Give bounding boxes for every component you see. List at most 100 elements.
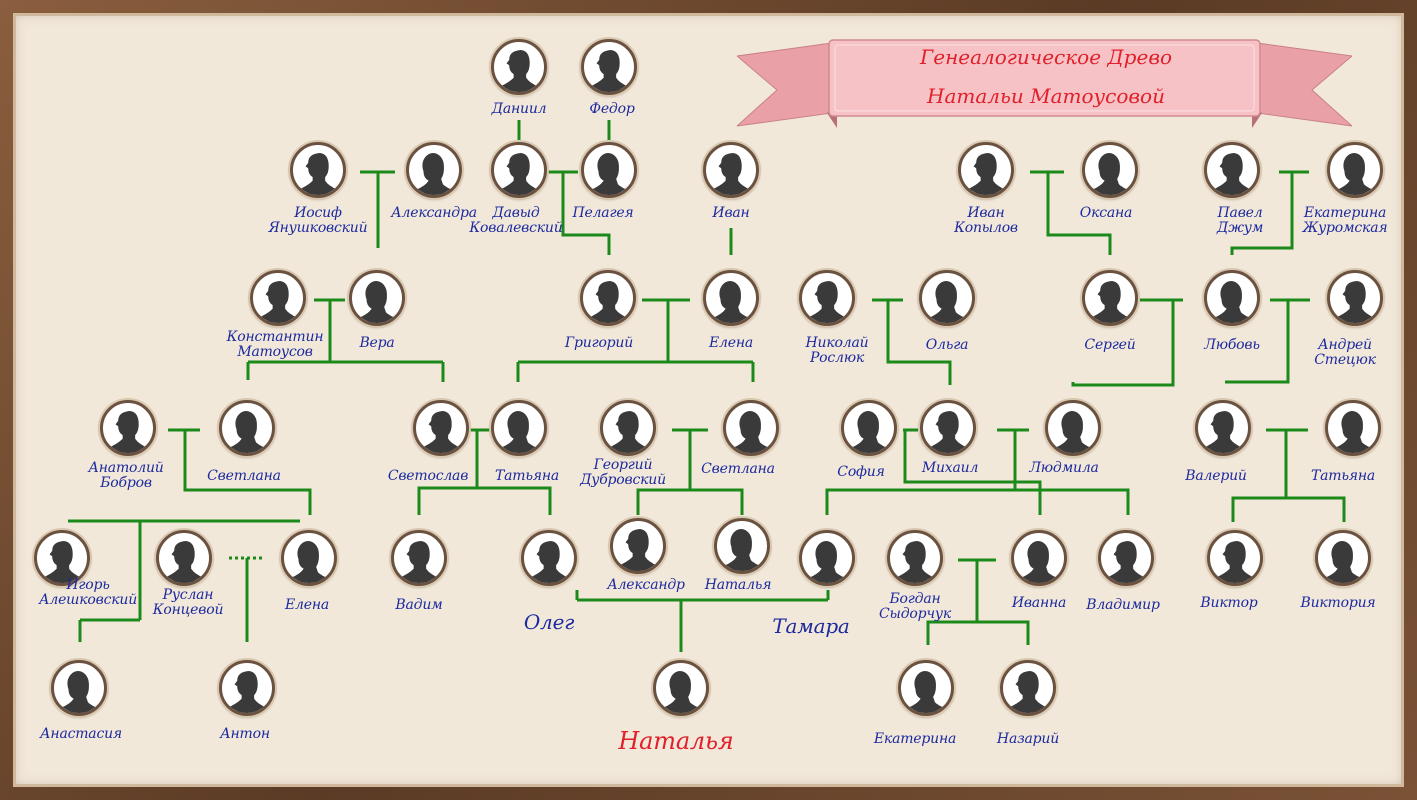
person-portrait: [1204, 270, 1260, 326]
person-name: Светослав: [387, 468, 469, 484]
person-name: Светлана: [207, 468, 281, 484]
person-portrait: [281, 530, 337, 586]
person-portrait: [610, 518, 666, 574]
person-portrait: [1204, 142, 1260, 198]
person-portrait: [1195, 400, 1251, 456]
person-portrait: [653, 660, 709, 716]
person-name: Антон: [220, 726, 270, 742]
person-portrait: [1327, 270, 1383, 326]
person-name: Пелагея: [572, 205, 634, 221]
person-portrait: [1315, 530, 1371, 586]
person-name: Наталья: [618, 727, 734, 755]
family-link-line: [417, 430, 479, 515]
person-name: Оксана: [1079, 205, 1133, 221]
person-name: Олег: [523, 610, 575, 634]
person-portrait: [491, 39, 547, 95]
person-name: Николай Рослюк: [805, 335, 869, 366]
person-name: Давыд Ковалевский: [469, 205, 563, 236]
person-portrait: [919, 270, 975, 326]
person-portrait: [34, 530, 90, 586]
person-name: Виктор: [1200, 595, 1258, 611]
family-link-line: [636, 430, 692, 515]
person-portrait: [898, 660, 954, 716]
person-name: Валерий: [1185, 468, 1247, 484]
person-name: Иванна: [1011, 595, 1067, 611]
person-name: Константин Матоусов: [226, 329, 324, 360]
family-link-line: [886, 300, 952, 385]
person-name: Александр: [607, 577, 685, 593]
person-portrait: [219, 660, 275, 716]
person-name: Павел Джум: [1216, 205, 1264, 236]
person-portrait: [391, 530, 447, 586]
person-portrait: [100, 400, 156, 456]
person-name: Любовь: [1204, 337, 1260, 353]
person-name: Иван Копылов: [954, 205, 1018, 236]
family-link-line: [977, 620, 1030, 645]
person-portrait: [406, 142, 462, 198]
person-name: Михаил: [921, 460, 979, 476]
person-portrait: [1082, 142, 1138, 198]
person-name: Виктория: [1300, 595, 1376, 611]
family-link-line: [1015, 488, 1130, 515]
person-portrait: [1045, 400, 1101, 456]
person-name: Екатерина: [873, 731, 957, 747]
person-name: Георгий Дубровский: [580, 457, 666, 488]
person-portrait: [958, 142, 1014, 198]
person-portrait: [703, 142, 759, 198]
person-portrait: [799, 270, 855, 326]
person-portrait: [703, 270, 759, 326]
person-name: Руслан Концевой: [152, 587, 224, 618]
person-name: Сергей: [1084, 337, 1136, 353]
person-portrait: [714, 518, 770, 574]
family-link-line: [1071, 300, 1175, 387]
person-portrait: [841, 400, 897, 456]
person-name: Елена: [709, 335, 753, 351]
person-name: Татьяна: [1310, 468, 1376, 484]
person-name: Григорий: [564, 335, 634, 351]
family-link-line: [690, 488, 744, 515]
person-portrait: [219, 400, 275, 456]
family-link-line: [926, 560, 979, 645]
person-portrait: [600, 400, 656, 456]
person-portrait: [920, 400, 976, 456]
person-portrait: [51, 660, 107, 716]
family-link-line: [1231, 430, 1288, 522]
person-portrait: [156, 530, 212, 586]
person-portrait: [1098, 530, 1154, 586]
person-name: Игорь Алешковский: [38, 577, 138, 608]
person-portrait: [1000, 660, 1056, 716]
person-name: Вадим: [395, 597, 443, 613]
person-name: Даниил: [491, 101, 547, 117]
person-name: София: [837, 464, 885, 480]
family-link-line: [1225, 300, 1290, 384]
person-portrait: [723, 400, 779, 456]
title-line-1: Генеалогическое Древо: [919, 45, 1172, 69]
person-portrait: [581, 39, 637, 95]
person-name: Вера: [359, 335, 395, 351]
person-portrait: [1327, 142, 1383, 198]
person-name: Светлана: [701, 461, 775, 477]
person-name: Анатолий Бобров: [88, 460, 164, 491]
person-portrait: [887, 530, 943, 586]
family-link-line: [1046, 172, 1112, 255]
person-name: Назарий: [996, 731, 1060, 747]
person-portrait: [1011, 530, 1067, 586]
person-name: Анастасия: [40, 726, 122, 742]
person-name: Ольга: [925, 337, 969, 353]
family-link-line: [825, 430, 1017, 515]
family-link-line: [1230, 172, 1294, 255]
person-portrait: [250, 270, 306, 326]
person-portrait: [491, 400, 547, 456]
person-portrait: [581, 142, 637, 198]
title-ribbon: [737, 39, 1352, 128]
person-name: Федор: [589, 101, 635, 117]
person-portrait: [349, 270, 405, 326]
person-portrait: [799, 530, 855, 586]
person-name: Екатерина Журомская: [1302, 205, 1388, 236]
family-link-line: [1286, 496, 1346, 522]
person-portrait: [413, 400, 469, 456]
person-portrait: [1207, 530, 1263, 586]
person-name: Людмила: [1029, 460, 1099, 476]
family-link-line: [561, 172, 611, 255]
